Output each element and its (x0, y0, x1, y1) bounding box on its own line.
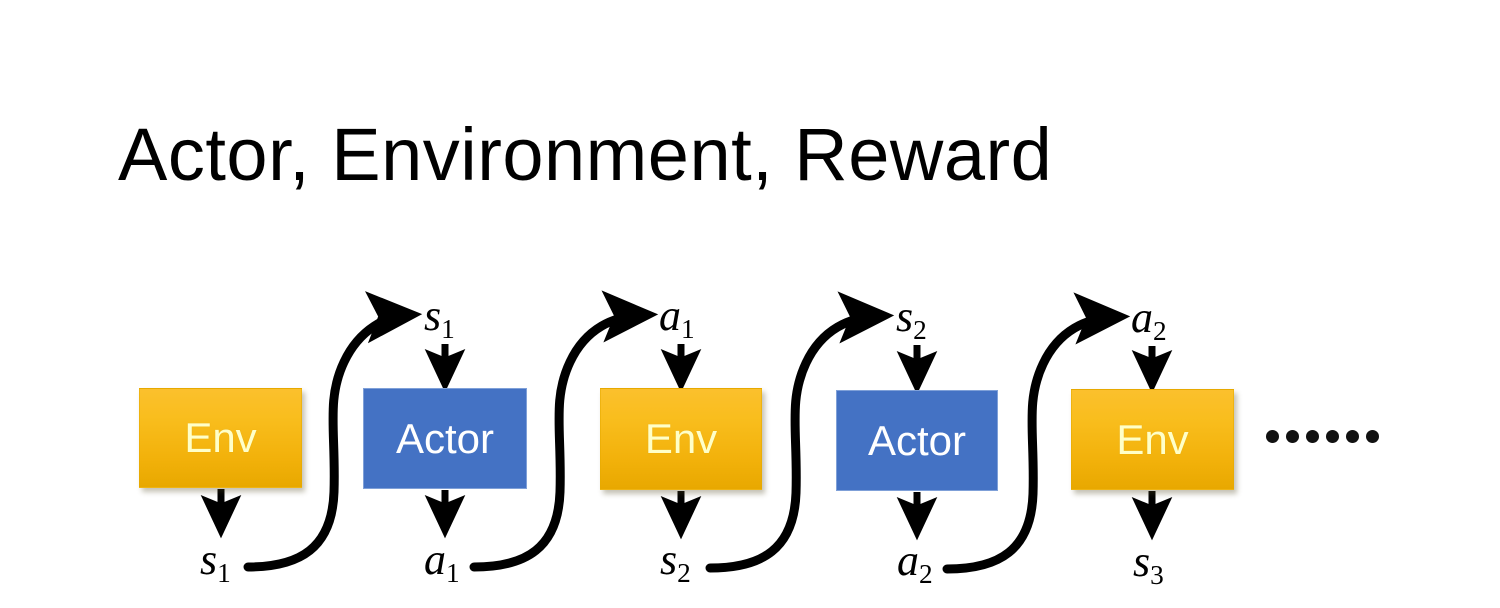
subscript: 1 (217, 558, 231, 589)
subscript: 2 (677, 558, 691, 589)
label-action-a1-bottom: a1 (424, 538, 460, 587)
ellipsis-dot (1286, 430, 1299, 443)
continuation-ellipsis (1266, 430, 1379, 443)
node-actor-2[interactable]: Actor (836, 390, 998, 491)
symbol: s (1133, 537, 1151, 586)
subscript: 2 (913, 315, 927, 346)
ellipsis-dot (1326, 430, 1339, 443)
node-env-3[interactable]: Env (1071, 389, 1234, 490)
symbol: a (897, 536, 919, 585)
symbol: s (200, 535, 218, 584)
node-env-2[interactable]: Env (600, 388, 762, 490)
label-state-s2-bottom: s2 (660, 538, 691, 587)
node-label: Actor (867, 416, 967, 464)
label-state-s2-top: s2 (896, 295, 927, 344)
ellipsis-dot (1366, 430, 1379, 443)
node-label: Env (184, 414, 257, 461)
subscript: 1 (446, 558, 460, 589)
node-label: Env (1116, 415, 1189, 463)
ellipsis-dot (1266, 430, 1279, 443)
label-state-s3-bottom: s3 (1133, 540, 1164, 589)
ellipsis-dot (1346, 430, 1359, 443)
symbol: a (1131, 293, 1153, 342)
subscript: 2 (919, 559, 933, 590)
label-action-a1-top: a1 (659, 294, 695, 343)
symbol: a (659, 291, 681, 340)
page-title: Actor, Environment, Reward (118, 113, 1053, 196)
node-label: Actor (395, 414, 495, 462)
subscript: 1 (681, 314, 695, 345)
node-label: Env (644, 415, 718, 462)
label-state-s1-top: s1 (424, 294, 455, 343)
ellipsis-dot (1306, 430, 1319, 443)
node-env-1[interactable]: Env (139, 388, 302, 488)
subscript: 1 (441, 314, 455, 345)
subscript: 2 (1153, 316, 1167, 347)
node-actor-1[interactable]: Actor (363, 388, 527, 489)
symbol: s (424, 291, 442, 340)
label-state-s1-bottom: s1 (200, 538, 231, 587)
symbol: a (424, 535, 446, 584)
subscript: 3 (1150, 560, 1164, 591)
symbol: s (660, 535, 678, 584)
label-action-a2-bottom: a2 (897, 539, 933, 588)
label-action-a2-top: a2 (1131, 296, 1167, 345)
symbol: s (896, 292, 914, 341)
